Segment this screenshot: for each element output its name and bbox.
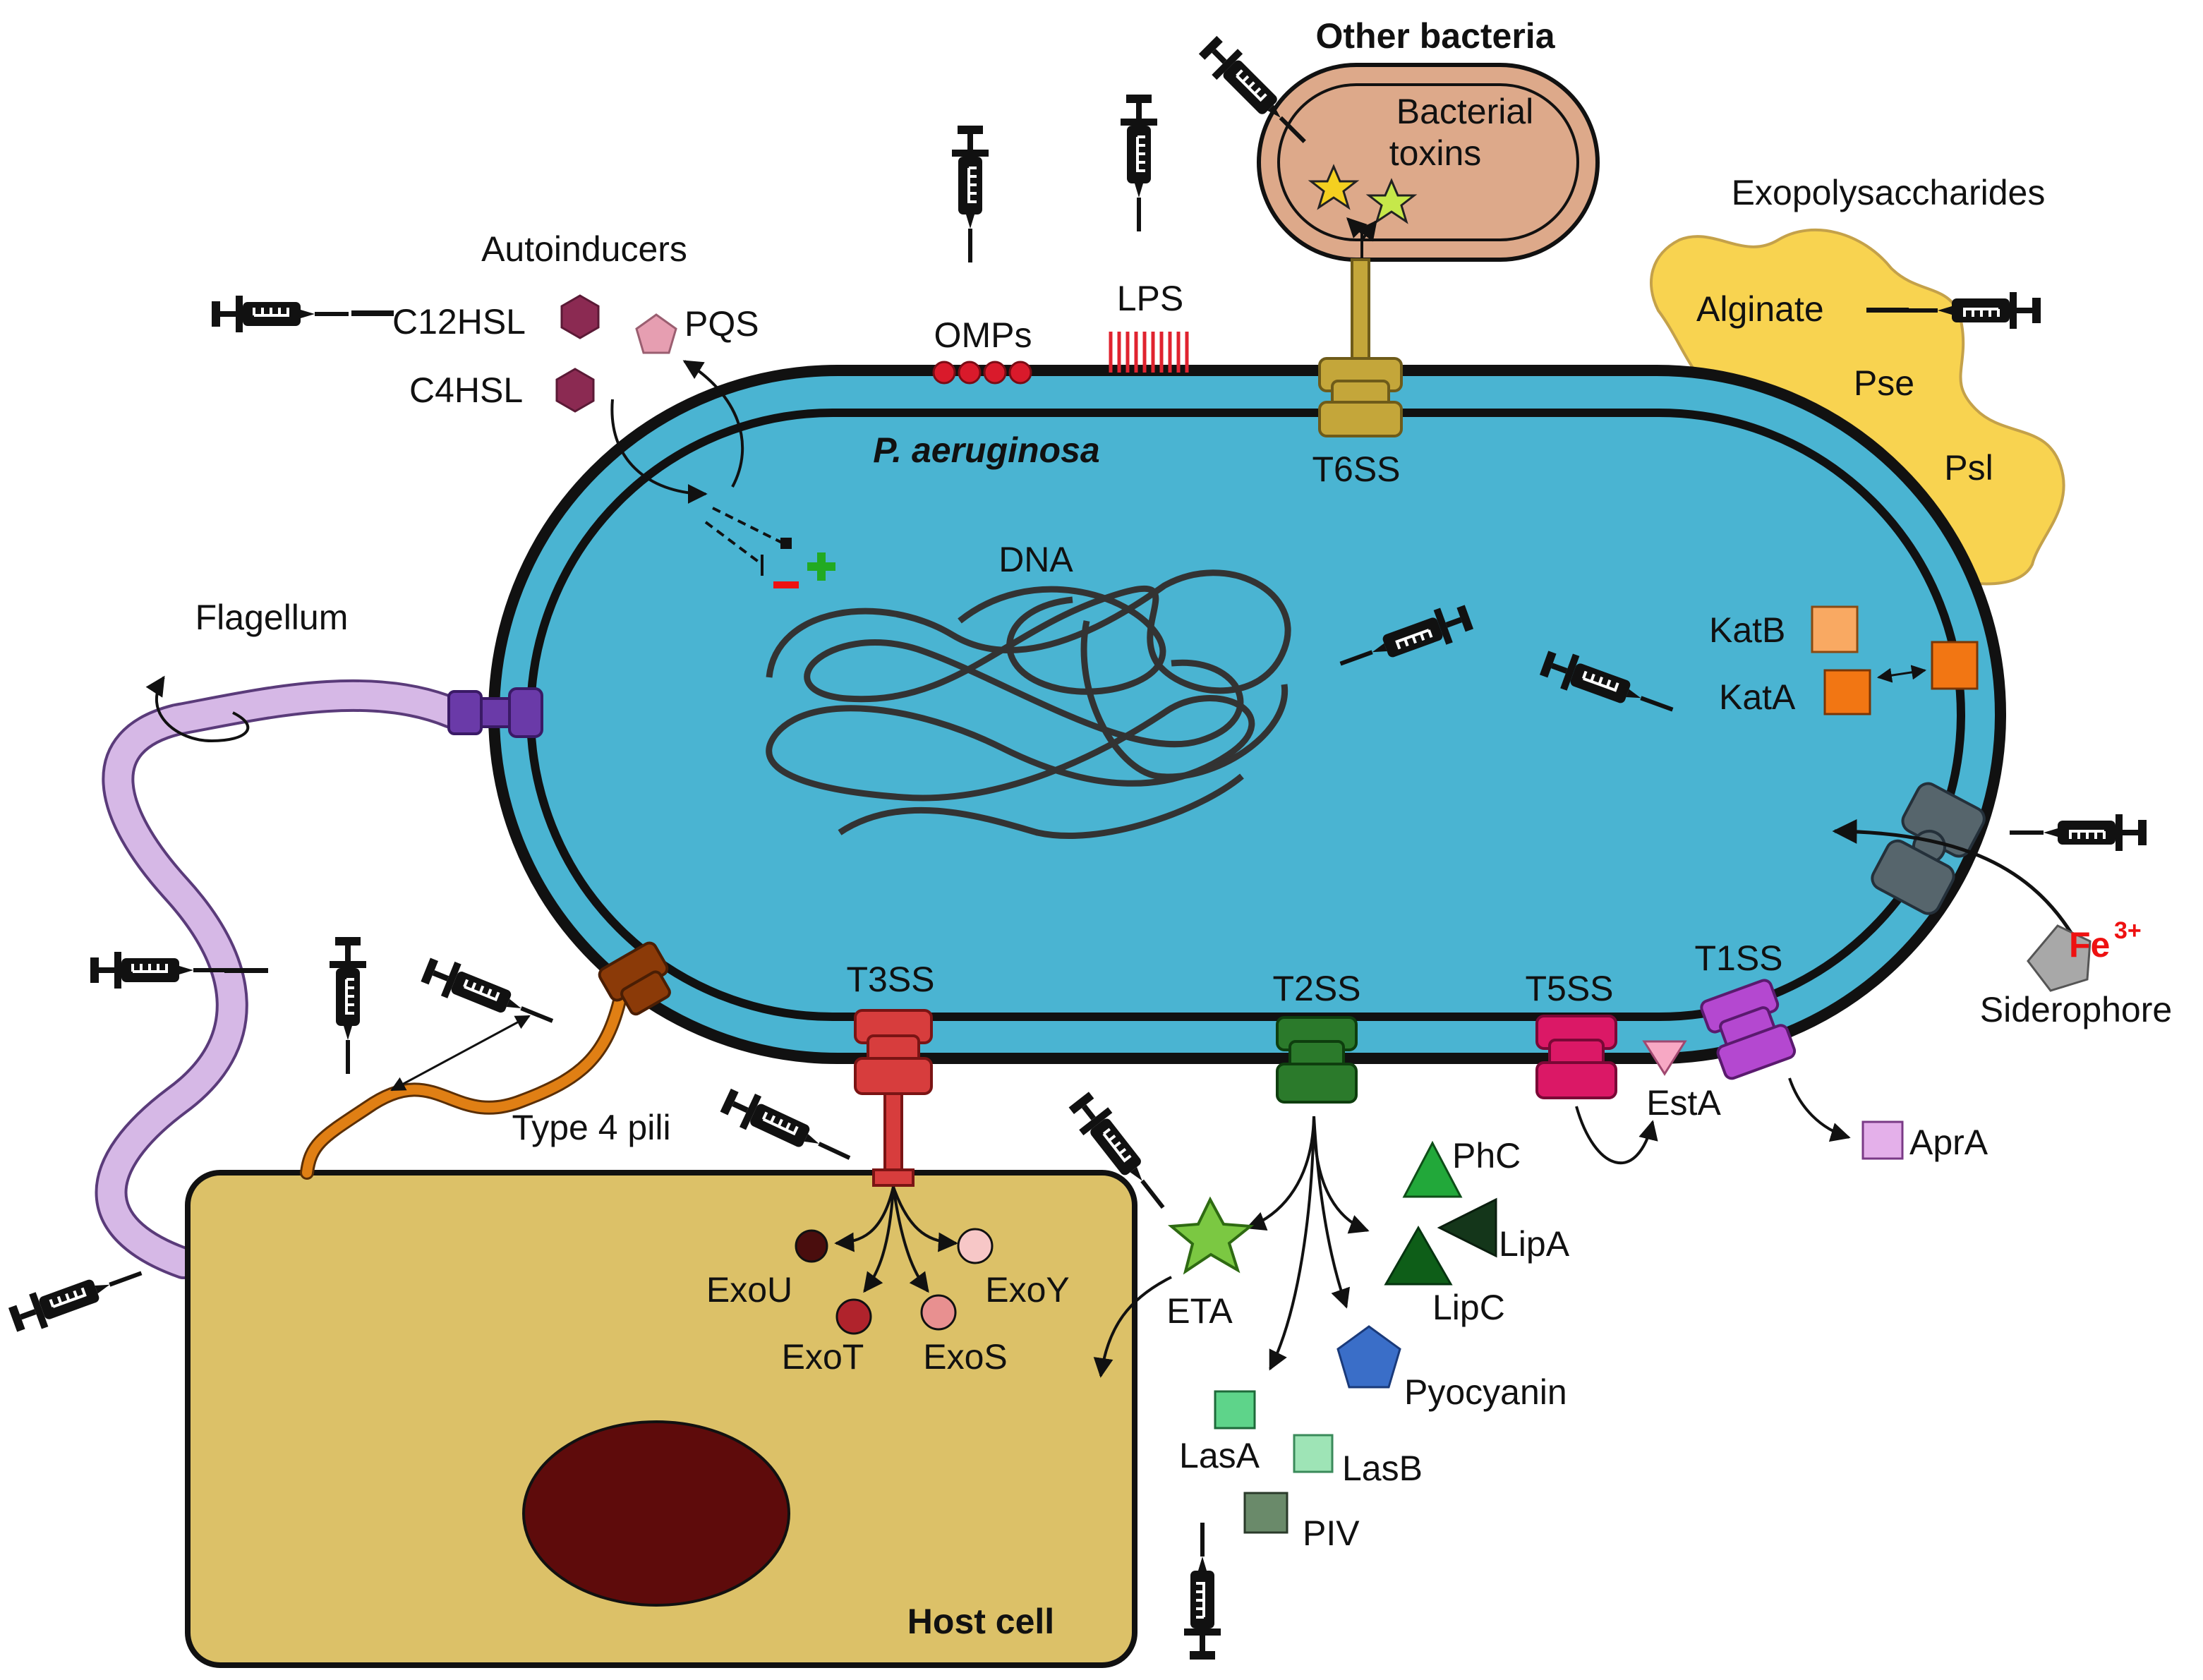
katb-icon	[1811, 605, 1859, 653]
c4hsl-label: C4HSL	[409, 370, 523, 410]
pqs-molecule-icon	[635, 313, 677, 354]
lasa-label: LasA	[1179, 1436, 1260, 1475]
other-bacteria-cell	[1257, 63, 1600, 262]
pyocyanin-label: Pyocyanin	[1404, 1372, 1567, 1412]
omps-syringe-icon	[950, 124, 990, 264]
pyocyanin-icon	[1336, 1325, 1401, 1389]
esta-icon	[1642, 1040, 1687, 1076]
c12hsl-label: C12HSL	[392, 302, 526, 342]
siderophore-syringe-icon	[2008, 813, 2148, 852]
bacterial-toxins-label-2: toxins	[1389, 133, 1482, 173]
phc-label: PhC	[1452, 1136, 1521, 1176]
t5ss-complex	[1535, 1015, 1617, 1099]
pse-label: Pse	[1854, 363, 1914, 403]
lps-syringe-icon	[1119, 93, 1159, 233]
t6ss-complex	[1318, 258, 1403, 437]
rotation-arrow-icon	[145, 675, 250, 743]
t3ss-complex	[854, 1009, 933, 1187]
t2ss-complex	[1276, 1016, 1358, 1104]
piv-icon	[1243, 1492, 1288, 1534]
t1ss-complex	[1700, 979, 1797, 1080]
apra-icon	[1861, 1120, 1904, 1160]
toxin-star-icon	[1308, 164, 1360, 210]
lasa-syringe-icon	[1183, 1521, 1222, 1661]
eta-label: ETA	[1166, 1291, 1233, 1331]
lipa-label: LipA	[1499, 1224, 1570, 1264]
bacterium-label: P. aeruginosa	[873, 430, 1099, 470]
eta-toxin-icon	[1167, 1196, 1255, 1275]
periplasmic-kata-icon	[1931, 641, 1979, 690]
activate-plus-icon	[807, 552, 835, 581]
dna-strand	[766, 569, 1291, 839]
fe-label: Fe	[2069, 925, 2110, 965]
lps-label: LPS	[1117, 279, 1184, 318]
pili-syringe-icon	[417, 951, 561, 1040]
host-cell	[185, 1170, 1137, 1668]
t2ss-label: T2SS	[1272, 969, 1360, 1008]
toxin-star-icon-2	[1365, 178, 1418, 224]
siderophore-label: Siderophore	[1980, 990, 2172, 1029]
exos-label: ExoS	[923, 1337, 1008, 1377]
alginate-label: Alginate	[1696, 289, 1824, 329]
c12hsl-syringe-icon	[210, 294, 350, 334]
flagellum-label: Flagellum	[195, 598, 349, 637]
repress-minus-icon	[773, 581, 799, 588]
host-nucleus	[522, 1420, 790, 1607]
c12hsl-molecule-icon	[560, 294, 600, 339]
esta-label: EstA	[1646, 1083, 1721, 1123]
apra-label: AprA	[1909, 1123, 1988, 1162]
lipc-icon	[1384, 1225, 1453, 1286]
pili-motor	[598, 941, 671, 1016]
piv-label: PIV	[1303, 1513, 1360, 1553]
bacterial-toxins-label-1: Bacterial	[1396, 92, 1534, 131]
exot-effector-icon	[835, 1298, 872, 1335]
exoy-effector-icon	[957, 1228, 994, 1264]
t3ss-label: T3SS	[846, 960, 934, 999]
flagellum-motor	[447, 687, 543, 738]
t5ss-label: T5SS	[1525, 969, 1613, 1008]
type-4-pili-label: Type 4 pili	[512, 1108, 670, 1147]
flagellum-tip-syringe-icon	[5, 1254, 150, 1339]
exou-label: ExoU	[706, 1270, 792, 1310]
autoinducers-title: Autoinducers	[481, 229, 687, 269]
lps-molecules	[1109, 332, 1189, 373]
dna-label: DNA	[998, 540, 1073, 579]
t3ss-syringe-icon	[716, 1082, 859, 1176]
exot-label: ExoT	[782, 1337, 864, 1377]
quorum-sensing-regulation	[610, 360, 835, 588]
lasb-icon	[1293, 1434, 1334, 1473]
exou-effector-icon	[795, 1229, 828, 1263]
pili-tip-syringe-icon	[328, 936, 368, 1075]
exoy-label: ExoY	[985, 1270, 1070, 1310]
kata-label: KatA	[1719, 677, 1796, 717]
omps-proteins	[932, 361, 1032, 385]
exos-effector-icon	[920, 1294, 957, 1331]
fe-charge-label: 3+	[2114, 917, 2142, 944]
other-bacteria-title: Other bacteria	[1315, 16, 1555, 56]
iron-transporter	[1871, 782, 1986, 915]
psl-label: Psl	[1944, 448, 1993, 488]
lasb-label: LasB	[1342, 1449, 1423, 1488]
exopolysaccharides-title: Exopolysaccharides	[1732, 173, 2046, 212]
pqs-label: PQS	[684, 304, 759, 344]
host-cell-label: Host cell	[907, 1602, 1054, 1641]
lasa-icon	[1214, 1390, 1256, 1430]
c4hsl-molecule-icon	[555, 368, 595, 413]
katb-label: KatB	[1709, 610, 1785, 650]
siderophore-icon	[2027, 924, 2092, 992]
lipa-icon	[1437, 1197, 1497, 1258]
t6ss-label: T6SS	[1312, 449, 1400, 489]
lipc-label: LipC	[1432, 1288, 1505, 1327]
kata-icon	[1823, 669, 1871, 715]
omps-label: OMPs	[934, 315, 1032, 355]
t1ss-label: T1SS	[1694, 938, 1782, 978]
phc-icon	[1402, 1140, 1463, 1198]
